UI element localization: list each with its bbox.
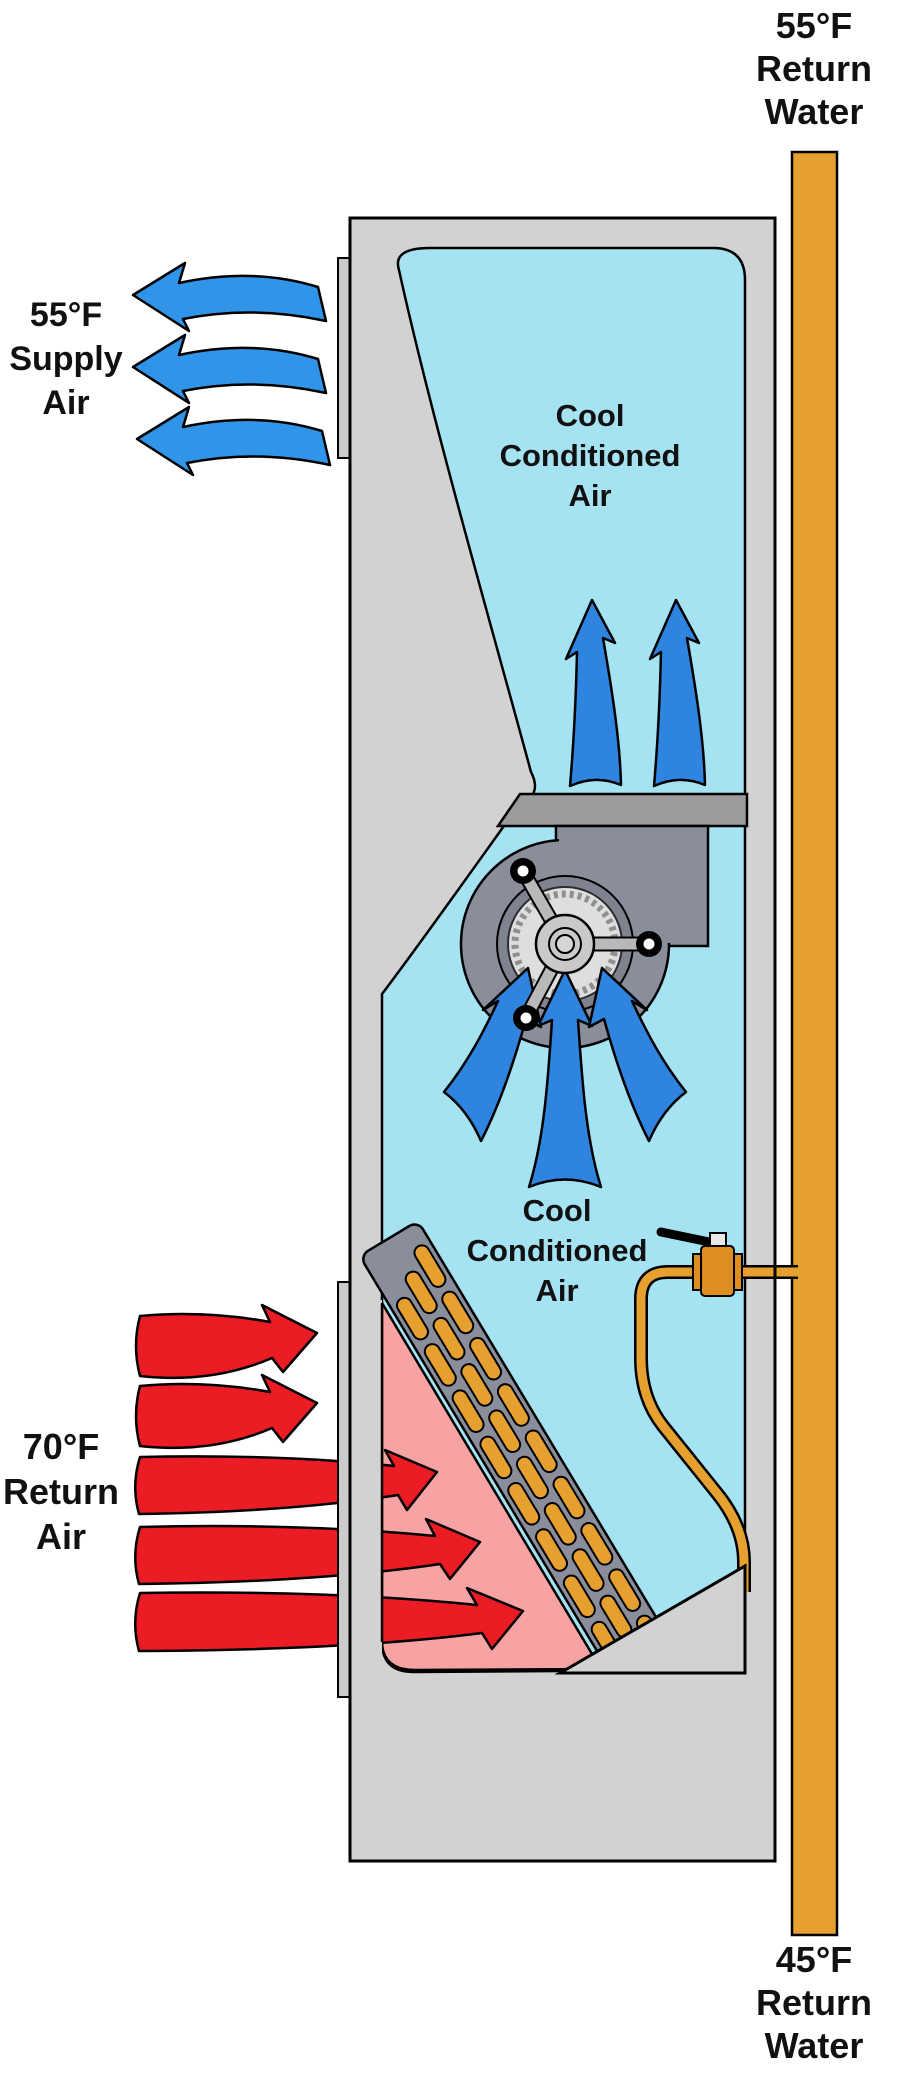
- coil-tube: [552, 1475, 586, 1520]
- label-line: Conditioned: [466, 1233, 648, 1268]
- label-line: Cool: [522, 1193, 592, 1228]
- coil-tube: [441, 1290, 475, 1335]
- valve-handle: [656, 1227, 719, 1248]
- coil-tube: [451, 1389, 485, 1433]
- water-pipe-icon: [790, 150, 839, 1937]
- label-line: 70°F: [22, 1426, 100, 1467]
- coil-tube: [396, 1296, 429, 1341]
- label-line: Air: [535, 1273, 579, 1308]
- label-line: 45°F: [775, 1939, 853, 1980]
- label-line: Cool: [555, 398, 625, 433]
- label-line: Air: [42, 384, 90, 422]
- coil-tube: [515, 1455, 549, 1500]
- coil-tube: [543, 1502, 577, 1546]
- coil-tube: [460, 1363, 494, 1407]
- rising-air-arrows: [564, 598, 707, 788]
- coil-tube: [496, 1383, 530, 1427]
- coil-tube: [535, 1528, 569, 1572]
- label-line: Conditioned: [499, 438, 681, 473]
- label-line: Return: [756, 48, 872, 89]
- coil-tube: [524, 1429, 558, 1474]
- coil-tube: [507, 1481, 541, 1526]
- coil-tube: [608, 1568, 642, 1612]
- coil-tube: [479, 1435, 513, 1480]
- label-line: Water: [764, 2025, 864, 2066]
- return-inlet-panel: [337, 1281, 351, 1698]
- return-air-label: 70°F Return Air: [0, 1424, 122, 1559]
- label-line: Water: [764, 91, 864, 132]
- ball-valve-icon: [656, 1227, 743, 1297]
- label-line: 55°F: [775, 5, 853, 46]
- label-line: Return: [3, 1471, 119, 1512]
- coil-supply-pipe: [634, 1265, 751, 1592]
- label-line: 55°F: [29, 296, 103, 334]
- fan-spokes: [510, 858, 662, 1031]
- supply-outlet-panel: [337, 257, 351, 459]
- label-line: Return: [756, 1982, 872, 2023]
- coil-tube: [488, 1409, 522, 1454]
- label-line: Air: [35, 1516, 86, 1557]
- label-line: Supply: [9, 340, 123, 378]
- cool-air-mid-label: Cool Conditioned Air: [447, 1191, 667, 1311]
- coil-tube: [432, 1316, 466, 1361]
- label-line: Air: [568, 478, 612, 513]
- valve-body: [700, 1245, 735, 1297]
- coil-tube: [423, 1343, 457, 1387]
- supply-air-label: 55°F Supply Air: [0, 293, 132, 425]
- cabinet-bottom: [352, 1563, 773, 1859]
- coil-tube: [580, 1522, 614, 1566]
- cool-air-top-label: Cool Conditioned Air: [480, 396, 700, 516]
- cabinet-outline: [348, 216, 777, 1863]
- supply-air-arrows: [131, 261, 332, 477]
- coil-tube: [469, 1336, 503, 1381]
- chamber-divider: [495, 792, 749, 828]
- return-water-bottom-label: 45°F Return Water: [732, 1938, 896, 2067]
- coil-tube: [404, 1270, 438, 1315]
- coil-tube: [562, 1574, 596, 1619]
- coil-tube: [413, 1244, 447, 1288]
- coil-tube: [571, 1548, 605, 1592]
- cabinet-wall-overlay: [351, 1300, 382, 1672]
- return-water-top-label: 55°F Return Water: [732, 4, 896, 133]
- return-air-arrows: [134, 1303, 525, 1653]
